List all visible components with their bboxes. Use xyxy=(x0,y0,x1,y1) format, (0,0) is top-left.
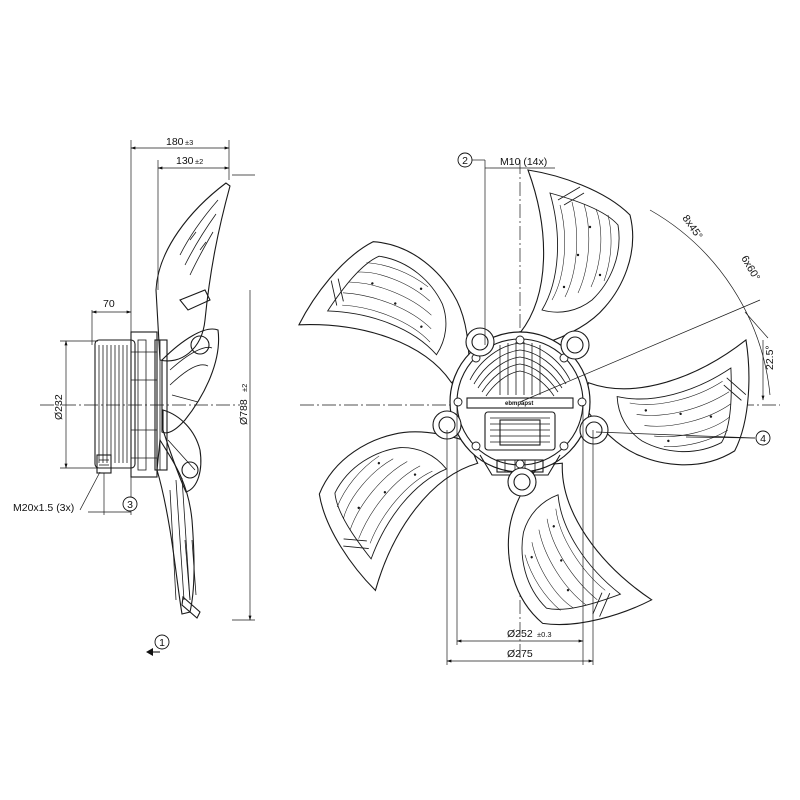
fan-blade-1 xyxy=(519,169,634,346)
dim-275-label: Ø275 xyxy=(507,648,533,660)
fan-blade-2 xyxy=(576,331,779,495)
dim-70-label: 70 xyxy=(103,298,115,310)
dim-180-tol: ±3 xyxy=(185,138,193,147)
svg-text:4: 4 xyxy=(760,433,766,445)
angle-8x45-label: 8x45° xyxy=(680,213,705,242)
balloon-2: 2 xyxy=(457,152,473,168)
balloon-3: 3 xyxy=(122,496,138,512)
angle-22-5-label: 22.5° xyxy=(764,345,776,370)
dim-252-tol: ±0.3 xyxy=(537,630,552,639)
dim-788-label: Ø788 xyxy=(238,399,250,425)
svg-text:3: 3 xyxy=(127,499,133,511)
fan-blade-3 xyxy=(463,452,659,662)
svg-text:2: 2 xyxy=(462,155,468,167)
angle-6x60-label: 6x60° xyxy=(738,254,762,283)
side-view: 180 ±3 130 ±2 70 Ø232 Ø788 ±2 M20x1.5 (3… xyxy=(13,136,255,656)
thread-label: M20x1.5 (3x) xyxy=(13,502,74,514)
svg-text:1: 1 xyxy=(159,637,165,649)
balloon-1: 1 xyxy=(154,634,170,650)
dim-232-label: Ø232 xyxy=(53,394,65,420)
dim-130-tol: ±2 xyxy=(195,157,203,166)
bolt-label: M10 (14x) xyxy=(500,156,547,168)
dim-180-label: 180 xyxy=(166,136,184,148)
dim-252-label: Ø252 xyxy=(507,628,533,640)
balloon-4: 4 xyxy=(755,430,771,446)
front-view: ebmpapst 2 xyxy=(290,152,780,665)
dim-788-tol: ±2 xyxy=(240,384,249,392)
dim-130-label: 130 xyxy=(176,155,194,167)
brand-mark: ebmpapst xyxy=(505,401,533,407)
